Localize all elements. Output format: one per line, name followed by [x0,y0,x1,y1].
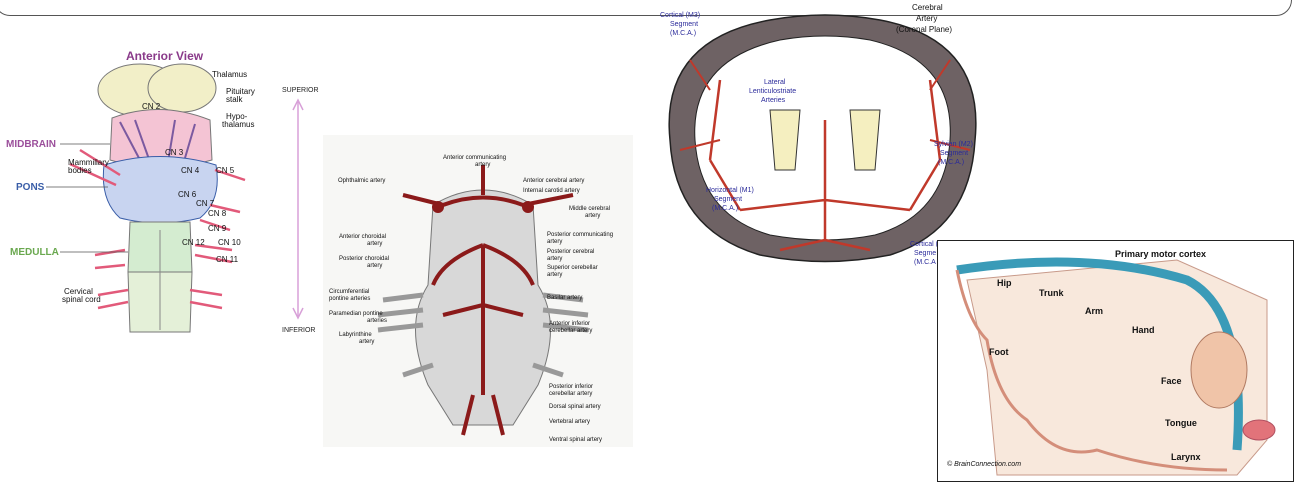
label-post-cerebral: Posterior cerebral [547,249,594,255]
label-cortical-m3-3: (M.C.A.) [670,30,696,37]
label-post-cerebral-2: artery [547,256,562,262]
label-medulla: MEDULLA [10,247,59,258]
label-pica: Posterior inferior [549,384,593,390]
label-circumferential-2: pontine arteries [329,296,370,302]
label-paramedian-2: arteries [367,318,387,324]
label-spinal-cord: spinal cord [62,295,101,304]
brainstem-title: Anterior View [126,49,204,63]
label-post-choroidal: Posterior choroidal [339,256,389,262]
label-sylvian-3: (M.C.A.) [938,159,964,166]
label-thalamus2: thalamus [222,120,254,129]
label-cn10: CN 10 [218,238,241,247]
label-aica: Anterior inferior [549,321,590,327]
coronal-mca-diagram: Cortical (M3) Segment (M.C.A.) Cerebral … [650,0,995,272]
label-arteries: Arteries [761,97,786,104]
label-horizontal-3: (M.C.A.) [712,205,738,212]
label-inferior: INFERIOR [282,327,315,334]
label-ant-comm-2: artery [475,162,490,168]
label-paramedian: Paramedian pontine [329,311,383,317]
label-thalamus: Thalamus [212,70,247,79]
label-foot: Foot [989,347,1009,357]
label-arm: Arm [1085,306,1103,316]
label-int-carotid: Internal carotid artery [523,188,580,194]
label-dorsal-spinal: Dorsal spinal artery [549,404,601,410]
label-ant-comm: Anterior communicating [443,155,506,161]
label-cn7: CN 7 [196,199,215,208]
label-tongue: Tongue [1165,418,1197,428]
label-ant-choroidal-2: artery [367,241,382,247]
label-cn8: CN 8 [208,209,227,218]
label-lateral: Lateral [764,79,786,86]
label-cn4: CN 4 [181,166,200,175]
motor-cortex-homunculus: Primary motor cortex Hip Trunk Arm Hand … [937,240,1294,482]
label-cn11: CN 11 [216,255,239,264]
label-post-comm-2: artery [547,239,562,245]
label-bodies: bodies [68,166,92,175]
label-sylvian-2: Segment [940,150,968,157]
label-face: Face [1161,376,1182,386]
brainstem-anterior-view: Anterior View Thalamus Pituitary stalk H… [0,40,330,350]
label-post-choroidal-2: artery [367,263,382,269]
top-frame-border [0,0,1292,16]
label-aica-2: cerebellar artery [549,328,592,334]
label-lenticulostriate: Lenticulostriate [749,88,796,95]
label-midbrain: MIDBRAIN [6,139,56,150]
coronal-title-3: (Coronal Plane) [896,25,952,34]
label-cn5: CN 5 [216,166,235,175]
label-ventral-spinal: Ventral spinal artery [549,437,602,443]
coronal-title-1: Cerebral [912,3,943,12]
label-cortical-right-3: (M.C.A [914,259,936,266]
label-cn12: CN 12 [182,238,205,247]
image-credit: © BrainConnection.com [947,460,1021,468]
label-mid-cerebral: Middle cerebral [569,206,610,212]
label-larynx: Larynx [1171,452,1201,462]
label-superior: SUPERIOR [282,87,319,94]
label-sup-cerebellar: Superior cerebellar [547,265,598,271]
label-mid-cerebral-2: artery [585,213,600,219]
label-ant-choroidal: Anterior choroidal [339,234,386,240]
coronal-title-2: Artery [916,14,937,23]
label-circumferential: Circumferential [329,289,369,295]
label-hand: Hand [1132,325,1155,335]
label-sylvian: Sylvian (M2) [934,141,973,148]
label-cortical-m3-2: Segment [670,21,698,28]
label-ophthalmic: Ophthalmic artery [338,178,385,184]
label-sup-cerebellar-2: artery [547,272,562,278]
label-cn2: CN 2 [142,102,161,111]
label-basilar: Basilar artery [547,295,582,301]
label-cortical-m3: Cortical (M3) [660,12,700,19]
label-labyrinthine: Labyrinthine [339,332,372,338]
label-cn3: CN 3 [165,148,184,157]
label-stalk: stalk [226,95,243,104]
label-cn9: CN 9 [208,224,227,233]
arterial-supply-diagram: Anterior communicating artery Ophthalmic… [323,135,633,447]
label-post-comm: Posterior communicating [547,232,613,238]
label-labyrinthine-2: artery [359,339,374,345]
label-vertebral: Vertebral artery [549,419,590,425]
label-horizontal: Horizontal (M1) [706,187,754,194]
label-cortical-right: Cortical ( [910,241,939,248]
label-horizontal-2: Segment [714,196,742,203]
label-hip: Hip [997,278,1012,288]
label-trunk: Trunk [1039,288,1064,298]
label-cn6: CN 6 [178,190,197,199]
label-ant-cerebral: Anterior cerebral artery [523,178,584,184]
label-pons: PONS [16,182,45,193]
label-cortical-right-2: Segme [914,250,936,257]
label-primary-motor: Primary motor cortex [1115,249,1206,259]
label-pica-2: cerebellar artery [549,391,592,397]
